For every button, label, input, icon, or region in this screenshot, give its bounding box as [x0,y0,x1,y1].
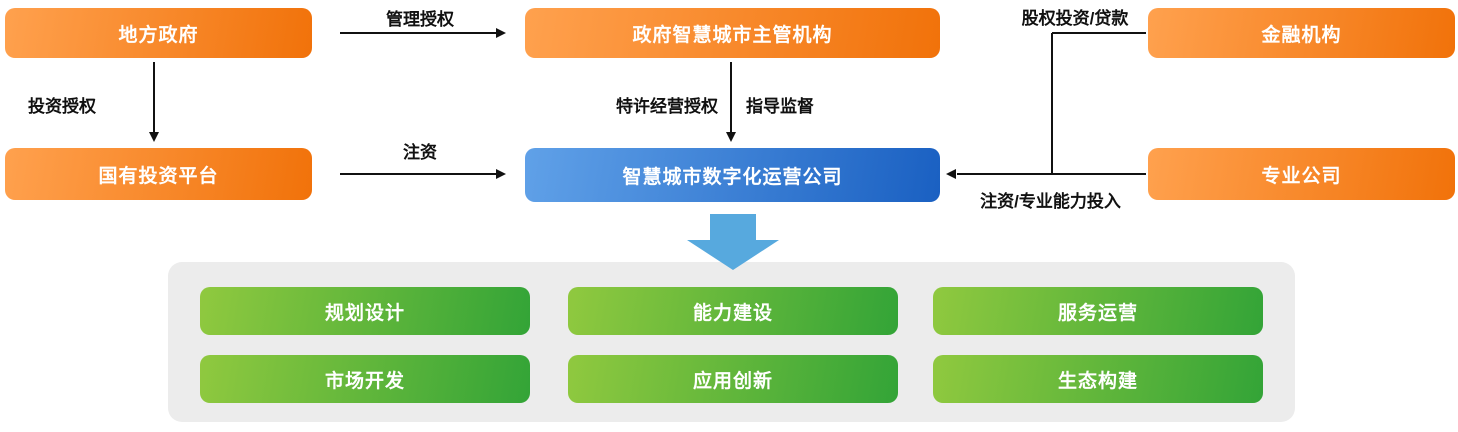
connector-local-gov-to-platform [153,62,155,132]
arrowhead-right-icon [496,28,506,38]
edge-label-equity-investment-loan: 股权投资/贷款 [1021,9,1129,28]
node-local-government: 地方政府 [5,8,312,58]
module-ecosystem-construction: 生态构建 [933,355,1263,403]
connector-authority-to-operations [730,62,732,132]
edge-label-guidance-supervision: 指导监督 [746,97,814,116]
module-service-operations: 服务运营 [933,287,1263,335]
node-gov-smart-city-authority: 政府智慧城市主管机构 [525,8,940,58]
connector-financial-institution-branch [1052,32,1146,34]
node-smart-city-operations-company: 智慧城市数字化运营公司 [525,148,940,202]
node-professional-company: 专业公司 [1148,148,1455,200]
arrowhead-down-icon [726,132,736,142]
edge-label-franchise-authorization: 特许经营授权 [616,97,718,116]
edge-label-management-authorization: 管理授权 [386,10,454,29]
connector-professional-to-operations [957,173,1146,175]
connector-local-gov-to-authority [340,32,496,34]
edge-label-capital-and-capability-input: 注资/专业能力投入 [980,192,1121,211]
node-state-owned-investment-platform: 国有投资平台 [5,148,312,200]
connector-financial-institution-drop [1051,33,1053,174]
arrowhead-left-icon [946,169,956,179]
big-down-arrow-icon [710,214,756,241]
edge-label-investment-authorization: 投资授权 [28,97,96,116]
arrowhead-right-icon [496,169,506,179]
big-down-arrow-icon [687,240,779,270]
module-market-development: 市场开发 [200,355,530,403]
connector-platform-to-operations [340,173,496,175]
node-financial-institution: 金融机构 [1148,8,1455,58]
edge-label-capital-injection: 注资 [403,143,437,162]
arrowhead-down-icon [149,132,159,142]
module-application-innovation: 应用创新 [568,355,898,403]
module-capacity-building: 能力建设 [568,287,898,335]
module-planning-design: 规划设计 [200,287,530,335]
